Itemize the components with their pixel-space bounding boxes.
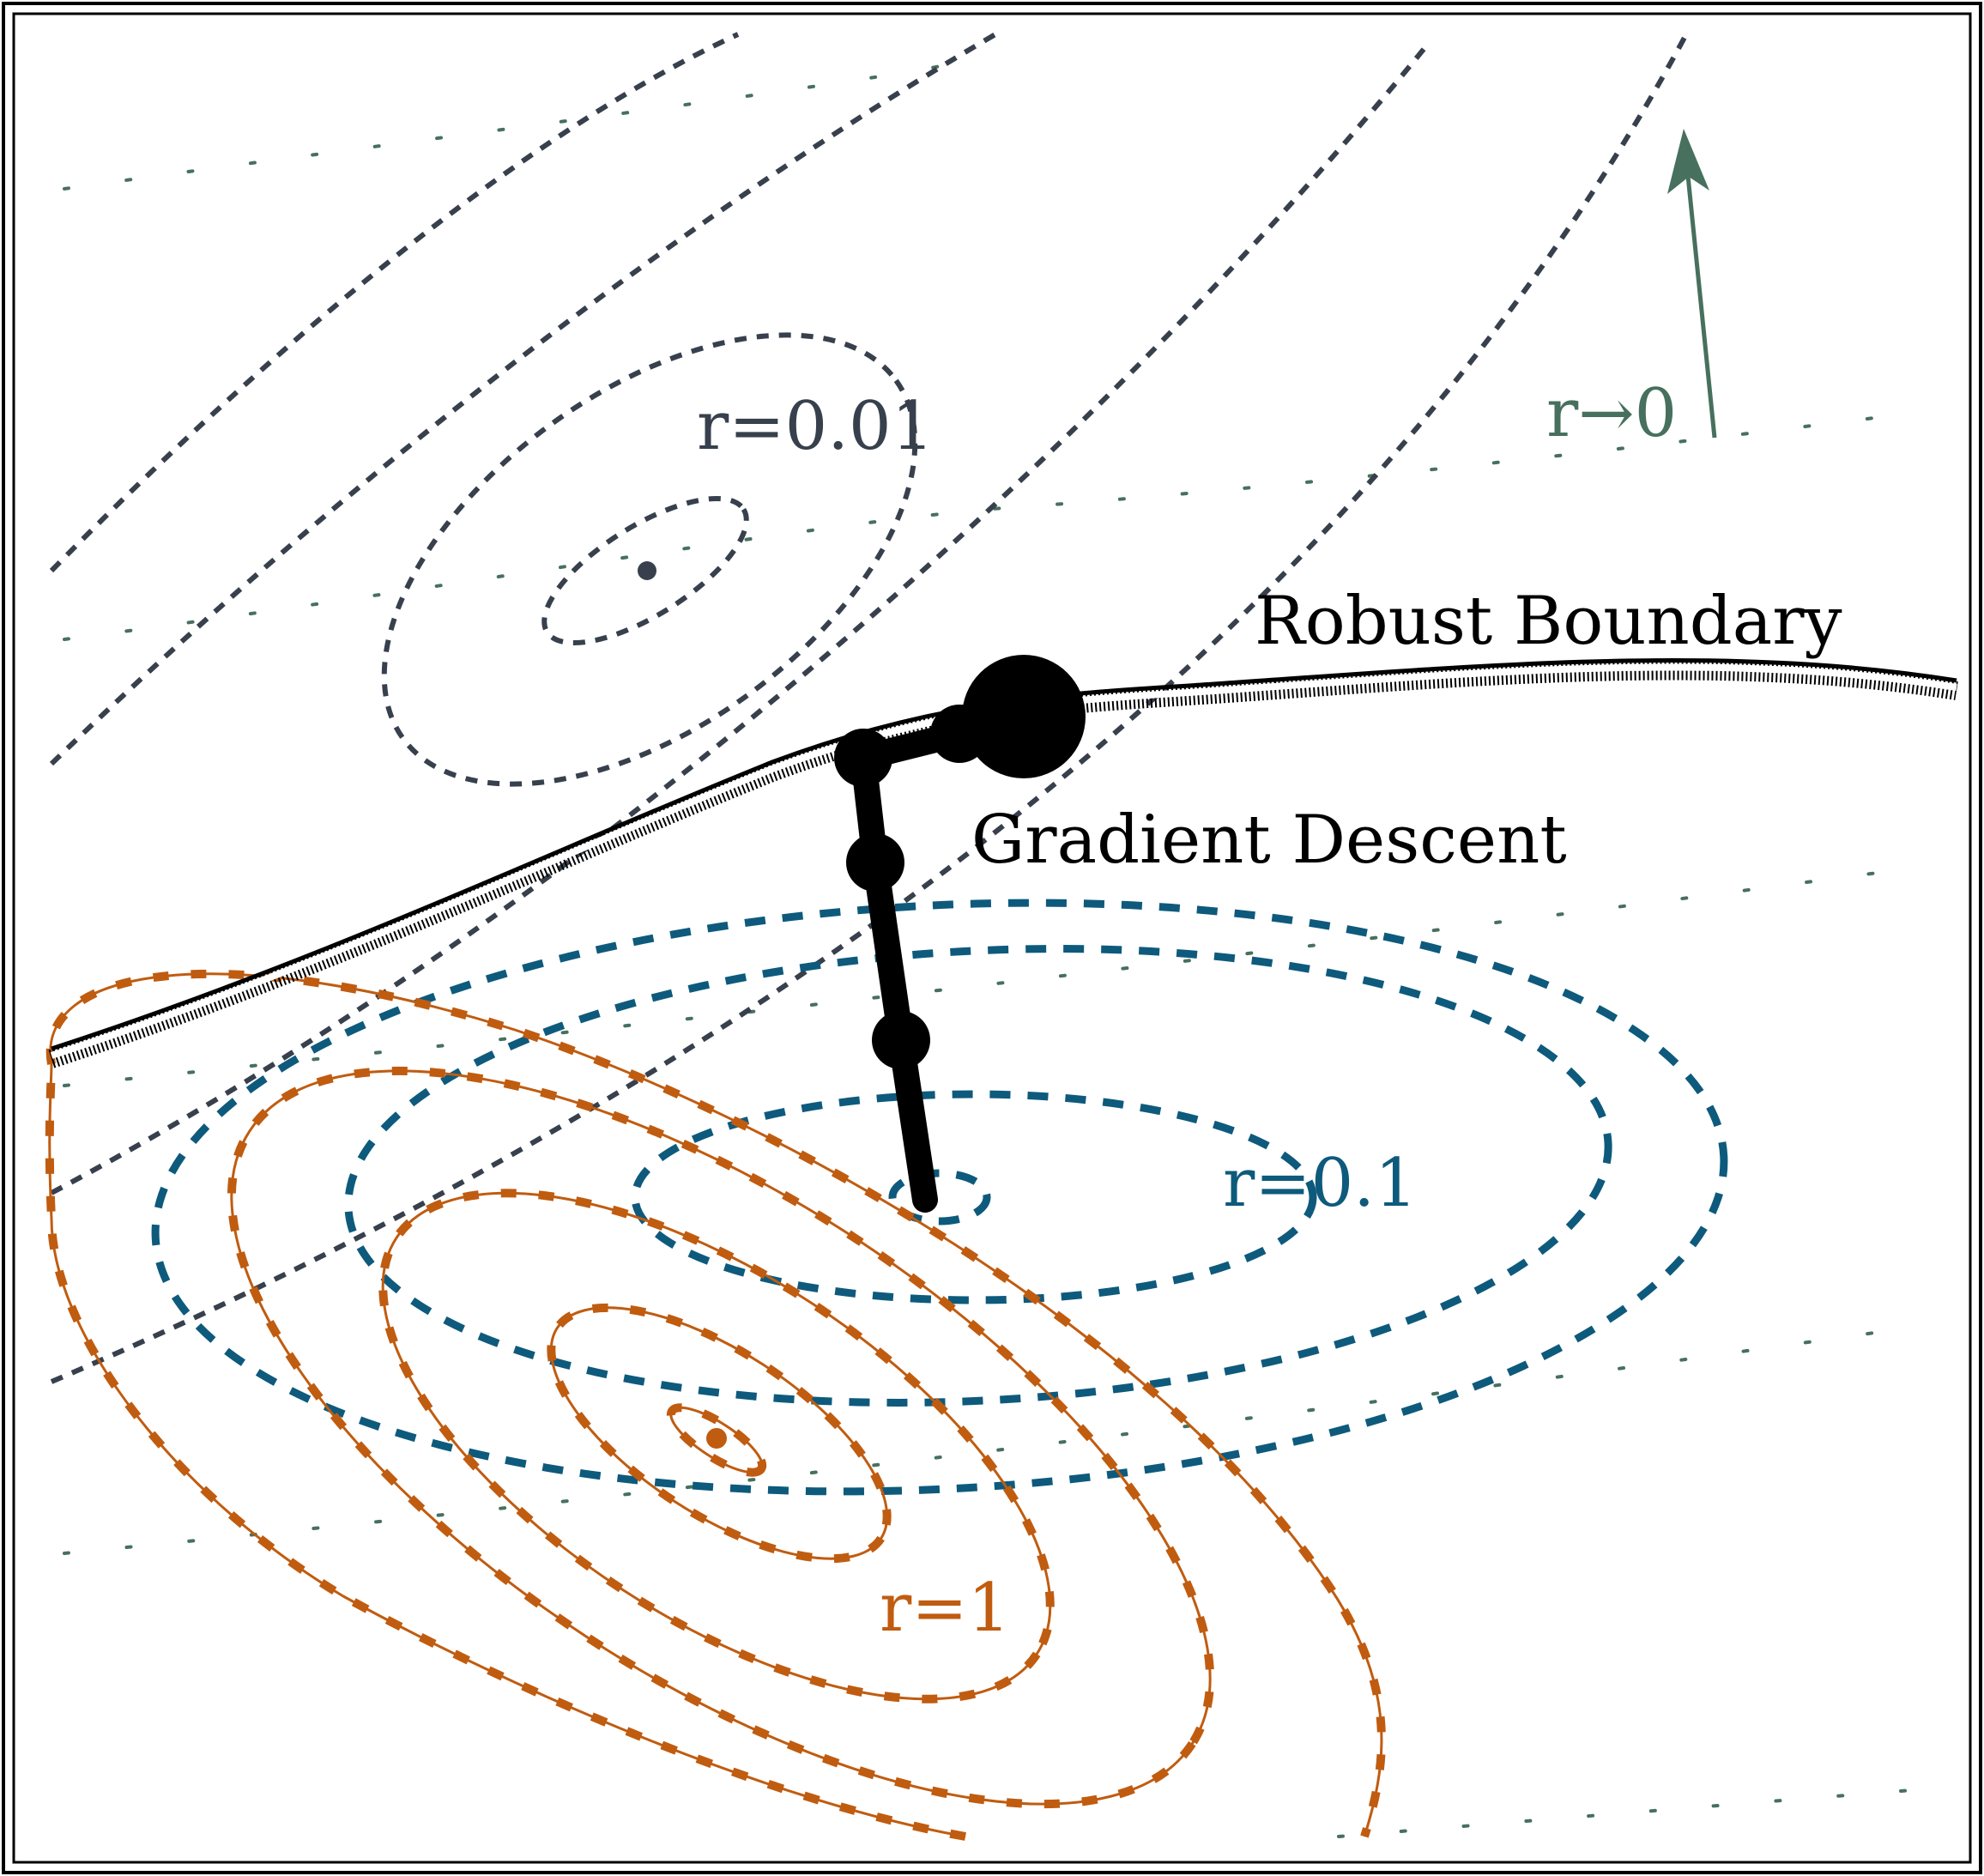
gd-step-marker: [872, 1011, 930, 1069]
gd-step-marker: [834, 729, 892, 787]
faint-guide-lines: [63, 50, 1924, 1838]
gd-step-marker: [846, 833, 904, 892]
contours-r1: [45, 969, 1386, 1841]
minimum-r001: [638, 561, 656, 580]
label-robust-boundary: Robust Boundary: [1255, 583, 1842, 660]
contours-r001: [49, 32, 1689, 1384]
label-r01: r=0.1: [1223, 1145, 1418, 1222]
minimum-r1: [706, 1428, 727, 1449]
gradient-descent-path: [834, 655, 1086, 1213]
r0-arrow: [1667, 129, 1717, 439]
contours-r01: [151, 899, 1728, 1496]
gd-end-point: [962, 655, 1086, 778]
label-r001: r=0.01: [697, 388, 934, 465]
label-r0: r→0: [1546, 375, 1677, 452]
inner-frame: [12, 12, 1972, 1864]
label-r1: r=1: [880, 1570, 1010, 1647]
label-gradient-descent: Gradient Descent: [971, 802, 1567, 879]
